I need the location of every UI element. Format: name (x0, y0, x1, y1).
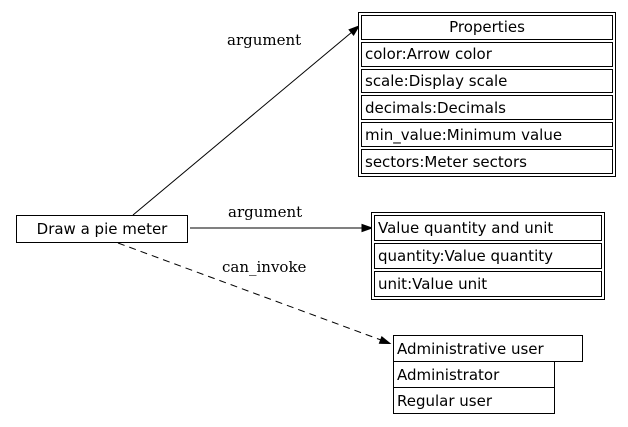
properties-table: Properties color:Arrow color scale:Displ… (358, 12, 616, 177)
table-row: Regular user (393, 387, 555, 414)
arrowhead-value-quantity (361, 223, 374, 233)
value-quantity-table-header: Value quantity and unit (374, 215, 602, 241)
edge-label-argument-2: argument (228, 203, 303, 221)
edge-argument-properties (132, 31, 353, 216)
table-row: unit:Value unit (374, 271, 602, 297)
arrowhead-admin (378, 335, 392, 345)
edge-label-can-invoke: can_invoke (222, 258, 307, 276)
arrowhead-properties (348, 25, 361, 36)
edge-can-invoke-admin (117, 242, 382, 341)
admin-user-table: Administrative user Administrator Regula… (393, 335, 583, 414)
table-row: Administrator (393, 361, 555, 388)
edge-label-argument-1: argument (227, 31, 302, 49)
node-draw-pie-meter: Draw a pie meter (16, 215, 188, 243)
table-row: scale:Display scale (361, 68, 613, 94)
value-quantity-table: Value quantity and unit quantity:Value q… (371, 212, 605, 300)
admin-user-table-header: Administrative user (393, 335, 583, 362)
table-row: min_value:Minimum value (361, 122, 613, 148)
table-row: quantity:Value quantity (374, 243, 602, 269)
table-row: decimals:Decimals (361, 95, 613, 121)
properties-table-header: Properties (361, 15, 613, 40)
table-row: sectors:Meter sectors (361, 149, 613, 174)
table-row: color:Arrow color (361, 41, 613, 67)
